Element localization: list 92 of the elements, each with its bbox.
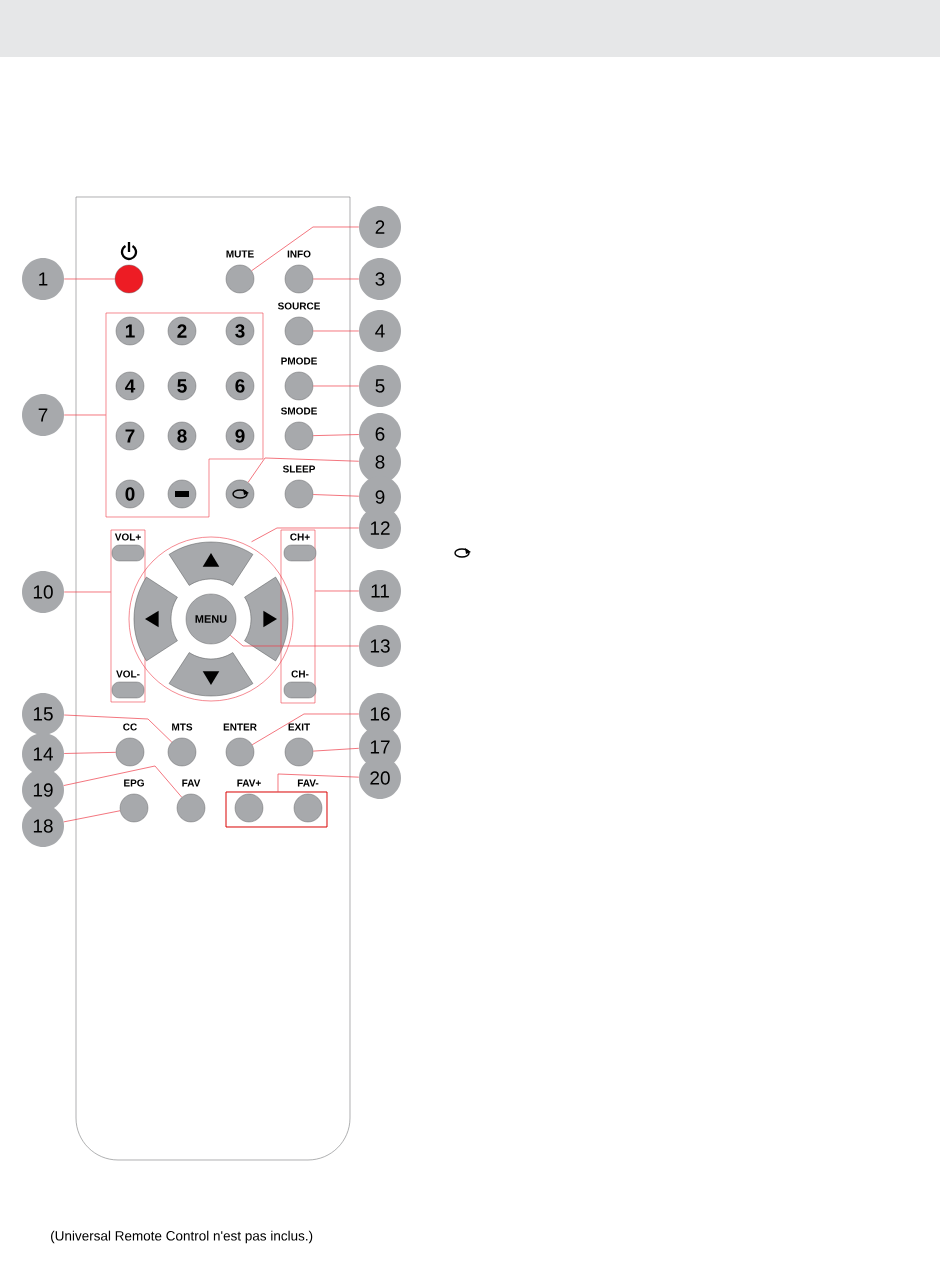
leader-line — [251, 226, 360, 272]
number-key: 9 — [225, 421, 255, 451]
callout-number: 7 — [22, 394, 64, 436]
group-outline — [105, 312, 264, 518]
remote-button: CC — [115, 723, 145, 767]
remote-button — [225, 479, 255, 509]
remote-button: MTS — [167, 723, 197, 767]
callout-number: 1 — [22, 258, 64, 300]
node-label: VOL+ — [114, 533, 141, 541]
node-label: CC — [123, 723, 137, 731]
group-outline — [225, 791, 328, 828]
number-key: 8 — [167, 421, 197, 451]
arrow-key — [168, 652, 254, 697]
leader-line — [251, 527, 360, 543]
remote-button: INFO — [284, 250, 314, 294]
leader-line — [63, 414, 107, 416]
arrow-key — [244, 576, 289, 662]
node-label: MTS — [172, 723, 193, 731]
remote-button: PMODE — [281, 357, 317, 401]
callout-number: 12 — [359, 507, 401, 549]
remote-button: SLEEP — [282, 465, 316, 509]
leader-line — [312, 494, 360, 497]
remote-button: VOL+ — [111, 533, 145, 562]
number-key: 5 — [167, 371, 197, 401]
node-label: FAV+ — [237, 779, 261, 787]
node-label: CH+ — [290, 533, 310, 541]
node-label: ENTER — [223, 723, 257, 731]
callout-number: 19 — [22, 769, 64, 811]
menu-button: MENU — [185, 593, 237, 645]
node-label: FAV — [182, 779, 201, 787]
leader-line — [63, 751, 117, 754]
callout-number: 10 — [22, 571, 64, 613]
callout-number: 8 — [359, 441, 401, 483]
number-key: 4 — [115, 371, 145, 401]
callout-number: 2 — [359, 206, 401, 248]
remote-button: ENTER — [223, 723, 257, 767]
leader-line — [312, 330, 360, 332]
leader-line — [247, 457, 360, 483]
node-label: FAV- — [297, 779, 319, 787]
remote-button: EXIT — [284, 723, 314, 767]
number-key: 0 — [115, 479, 145, 509]
leader-line — [277, 773, 360, 793]
callout-number: 20 — [359, 757, 401, 799]
number-key: 7 — [115, 421, 145, 451]
number-key: 3 — [225, 316, 255, 346]
leader-line — [63, 714, 173, 743]
arrow-key — [133, 576, 178, 662]
remote-button: SMODE — [280, 407, 317, 451]
remote-button: FAV- — [293, 779, 323, 823]
number-key: 1 — [115, 316, 145, 346]
remote-button: CH- — [283, 670, 317, 699]
remote-button: MUTE — [225, 250, 255, 294]
power-button — [114, 242, 144, 294]
node-label: MUTE — [226, 250, 254, 258]
callout-number: 15 — [22, 693, 64, 735]
node-label: PMODE — [281, 357, 317, 365]
remote-button: CH+ — [283, 533, 317, 562]
leader-line — [312, 747, 360, 752]
leader-line — [251, 713, 360, 746]
callout-number: 5 — [359, 365, 401, 407]
arrow-key — [168, 541, 254, 586]
remote-button: VOL- — [111, 670, 145, 699]
node-label: CH- — [291, 670, 309, 678]
remote-button: FAV+ — [234, 779, 264, 823]
callout-number: 3 — [359, 258, 401, 300]
group-outline — [280, 529, 316, 704]
number-key: 6 — [225, 371, 255, 401]
leader-line — [314, 590, 360, 592]
leader-line — [63, 278, 116, 280]
node-label: SMODE — [280, 407, 317, 415]
remote-button: SOURCE — [277, 302, 320, 346]
leader-line — [229, 634, 360, 647]
leader-line — [63, 765, 183, 798]
callout-number: 4 — [359, 310, 401, 352]
remote-button — [167, 479, 197, 509]
caption: (Universal Remote Control n'est pas inclus.) — [51, 1230, 313, 1244]
leader-line — [63, 810, 121, 823]
node-label: VOL- — [116, 670, 140, 678]
leader-line — [312, 385, 360, 387]
remote-button: EPG — [119, 779, 149, 823]
callout-number: 11 — [359, 570, 401, 612]
node-label: EPG — [124, 779, 144, 787]
callout-number: 13 — [359, 625, 401, 667]
leader-line — [312, 278, 360, 280]
leader-line — [63, 591, 112, 593]
node-label: EXIT — [288, 723, 311, 731]
leader-line — [312, 434, 360, 436]
number-key: 2 — [167, 316, 197, 346]
node-label: INFO — [287, 250, 311, 258]
node-label: SOURCE — [277, 302, 321, 310]
node-label: SLEEP — [282, 465, 316, 473]
remote-button: FAV — [176, 779, 206, 823]
